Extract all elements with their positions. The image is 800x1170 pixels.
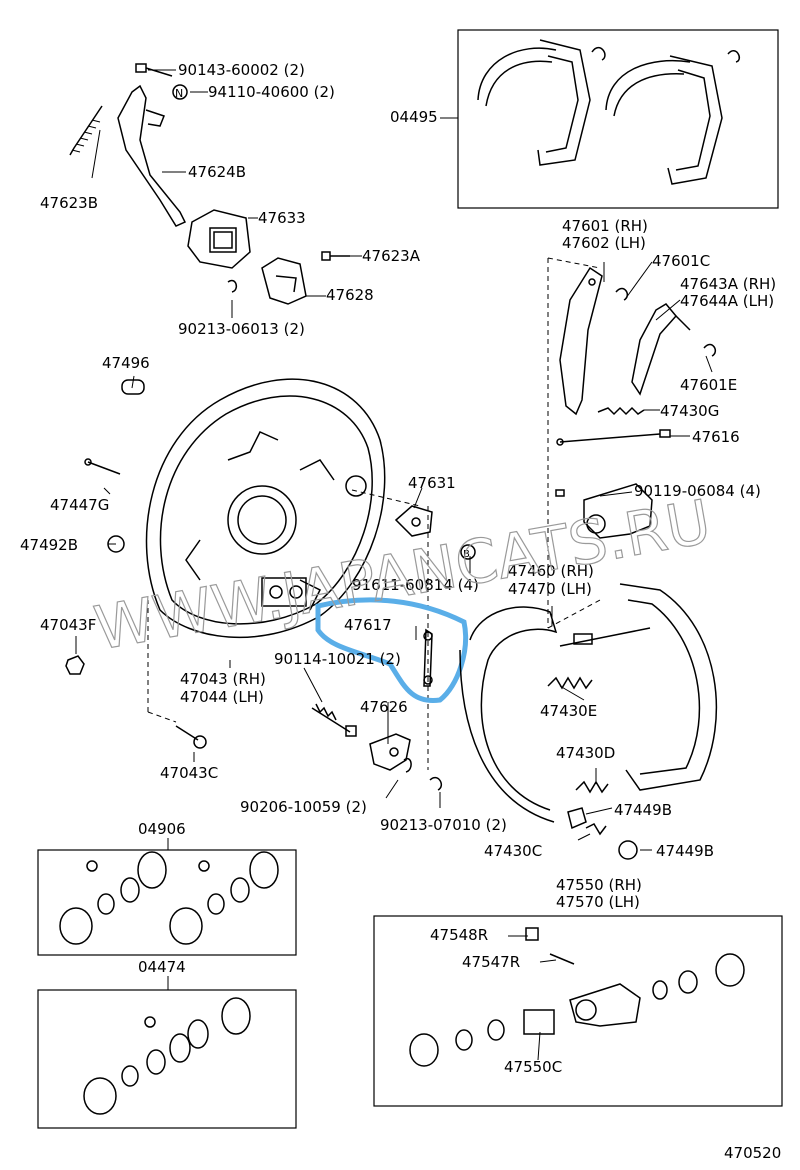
wheel-cylinder-90119-drawing — [555, 483, 653, 539]
label-47644A: 47644A (LH) — [680, 292, 774, 310]
label-90143: 90143-60002 (2) — [178, 61, 305, 79]
diagram-id: 470520 — [724, 1144, 781, 1162]
lever-47624B-drawing — [117, 84, 187, 227]
label-47447G: 47447G — [50, 496, 109, 514]
kit-04906-box — [37, 849, 297, 956]
cap-47449B-1-drawing — [567, 807, 587, 830]
spring-47430C-drawing — [585, 823, 607, 836]
spring-47430G-drawing — [597, 406, 645, 416]
bolt-47043C-drawing — [175, 725, 207, 749]
washer-90206-drawing — [403, 757, 412, 773]
label-47631: 47631 — [408, 474, 456, 492]
clip-47628-drawing — [261, 257, 307, 305]
label-47430C: 47430C — [484, 842, 542, 860]
label-47550C: 47550C — [504, 1058, 562, 1076]
label-91611: 91611-60814 (4) — [352, 576, 479, 594]
label-47633: 47633 — [258, 209, 306, 227]
bolt-91611-drawing: B — [460, 544, 476, 560]
label-47043: 47043 (RH) — [180, 670, 266, 688]
label-47548R: 47548R — [430, 926, 488, 944]
label-47044: 47044 (LH) — [180, 688, 264, 706]
label-90213a: 90213-06013 (2) — [178, 320, 305, 338]
clip-47601E-drawing — [703, 343, 716, 357]
lever-47643A-drawing — [631, 303, 691, 396]
strut-47617-drawing — [423, 628, 433, 687]
label-47626: 47626 — [360, 698, 408, 716]
label-04495: 04495 — [390, 108, 438, 126]
label-04906: 04906 — [138, 820, 186, 838]
highlight-outline — [315, 597, 469, 704]
label-90206: 90206-10059 (2) — [240, 798, 367, 816]
backing-plate-47043-drawing — [145, 378, 386, 639]
shoe-kit-box — [457, 29, 779, 209]
plate-47631-drawing — [394, 505, 433, 537]
label-47430E: 47430E — [540, 702, 597, 720]
label-47460: 47460 (RH) — [508, 562, 594, 580]
shoe-kit-drawing — [477, 39, 740, 185]
label-47628: 47628 — [326, 286, 374, 304]
pin-47447G-drawing — [84, 458, 121, 475]
clip-47601C-drawing — [615, 287, 628, 301]
svg-text:B: B — [463, 549, 470, 560]
label-47643A: 47643A (RH) — [680, 275, 776, 293]
pin-90114-drawing — [311, 703, 357, 737]
clip-90213b-drawing — [429, 776, 442, 791]
lever-47601-drawing — [559, 266, 603, 416]
plate-47626-drawing — [369, 733, 411, 771]
ref-line-left — [147, 600, 177, 723]
nut-47043F-drawing — [65, 655, 85, 675]
washer-94110-drawing: N — [172, 84, 188, 100]
label-94110: 94110-40600 (2) — [208, 83, 335, 101]
label-47601E: 47601E — [680, 376, 737, 394]
label-47602: 47602 (LH) — [562, 234, 646, 252]
wheel-cylinder-drawing — [409, 927, 745, 1067]
label-47449B-1: 47449B — [614, 801, 672, 819]
wheel-cylinder-box — [373, 915, 783, 1107]
label-47617: 47617 — [344, 616, 392, 634]
spring-47430E-drawing — [547, 676, 593, 690]
label-47449B-2: 47449B — [656, 842, 714, 860]
label-47470: 47470 (LH) — [508, 580, 592, 598]
label-47624B: 47624B — [188, 163, 246, 181]
label-47430G: 47430G — [660, 402, 719, 420]
ref-line-right-ends — [547, 257, 601, 629]
bolt-47623A-drawing — [321, 251, 350, 261]
kit-04474-drawing — [83, 997, 251, 1115]
kit-04906-drawing — [59, 851, 279, 945]
label-90119: 90119-06084 (4) — [634, 482, 761, 500]
label-47616: 47616 — [692, 428, 740, 446]
clip-90213a-drawing — [227, 279, 238, 293]
leader-lines — [75, 69, 713, 1061]
label-47623A: 47623A — [362, 247, 421, 265]
kit-04474-box — [37, 989, 297, 1129]
label-04474: 04474 — [138, 958, 186, 976]
label-90114: 90114-10021 (2) — [274, 650, 401, 668]
label-47492B: 47492B — [20, 536, 78, 554]
cable-47616-drawing — [556, 429, 671, 446]
label-47430D: 47430D — [556, 744, 615, 762]
spring-47430D-drawing — [575, 780, 609, 794]
spring-47623B-drawing — [69, 105, 103, 156]
label-47550: 47550 (RH) — [556, 876, 642, 894]
label-47601: 47601 (RH) — [562, 217, 648, 235]
label-47570: 47570 (LH) — [556, 893, 640, 911]
label-47043C: 47043C — [160, 764, 218, 782]
label-47043F: 47043F — [40, 616, 96, 634]
label-47623B: 47623B — [40, 194, 98, 212]
strut-47633-drawing — [187, 209, 251, 269]
washer-mark: N — [175, 87, 183, 100]
label-47496: 47496 — [102, 354, 150, 372]
shoe-assembly-47460-drawing — [459, 583, 718, 823]
label-90213b: 90213-07010 (2) — [380, 816, 507, 834]
ref-line-center — [351, 489, 429, 770]
label-47601C: 47601C — [652, 252, 710, 270]
label-47547R: 47547R — [462, 953, 520, 971]
cap-47449B-2-drawing — [618, 840, 638, 860]
bolt-90143-drawing — [135, 63, 173, 77]
